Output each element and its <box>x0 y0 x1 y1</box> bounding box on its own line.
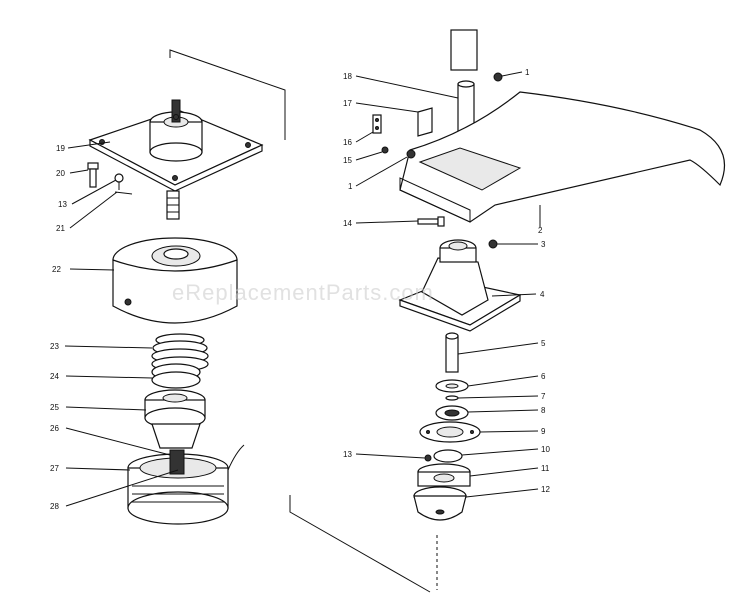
bracket-16 <box>372 114 389 154</box>
callout-24: 24 <box>50 372 59 381</box>
screw-14 <box>417 216 445 227</box>
callout-2: 2 <box>538 226 543 235</box>
callout-16: 16 <box>343 138 352 147</box>
callout-4: 4 <box>540 290 545 299</box>
flange-9 <box>419 421 481 443</box>
shaft-5 <box>445 332 459 373</box>
watermark: eReplacementParts.com <box>172 280 434 305</box>
spool-cover-22 <box>112 237 238 324</box>
callout-12: 12 <box>541 485 550 494</box>
washer-10 <box>433 449 463 463</box>
callout-18: 18 <box>343 72 352 81</box>
screw-13-right <box>424 454 432 462</box>
callout-13-left: 13 <box>58 200 67 209</box>
callout-27: 27 <box>50 464 59 473</box>
mounting-plate-19 <box>88 99 264 220</box>
callout-17: 17 <box>343 99 352 108</box>
drive-shaft <box>450 29 478 135</box>
callout-6: 6 <box>541 372 546 381</box>
cup-12 <box>413 486 467 521</box>
callout-25: 25 <box>50 403 59 412</box>
callouts-right: 1 18 17 16 15 1 2 14 3 4 5 6 7 8 9 10 13… <box>343 68 550 494</box>
callout-14: 14 <box>343 219 352 228</box>
callout-1-top: 1 <box>525 68 530 77</box>
callout-28: 28 <box>50 502 59 511</box>
spool-26-27-28 <box>127 444 245 525</box>
callout-11: 11 <box>541 464 550 473</box>
callout-15: 15 <box>343 156 352 165</box>
washer-6 <box>435 379 469 393</box>
washer-13-left <box>114 173 124 190</box>
callout-13-right: 13 <box>343 450 352 459</box>
callout-7: 7 <box>541 392 546 401</box>
callout-3: 3 <box>541 240 546 249</box>
callout-21: 21 <box>56 224 65 233</box>
ring-24 <box>151 363 201 389</box>
callouts-left: 19 20 13 21 22 23 24 25 26 27 28 <box>50 144 67 511</box>
drive-hub-11 <box>417 463 471 487</box>
callout-8: 8 <box>541 406 546 415</box>
callout-1-guard: 1 <box>348 182 353 191</box>
clamp-17 <box>417 107 433 137</box>
guard-2 <box>399 91 726 223</box>
callout-22: 22 <box>52 265 61 274</box>
callout-23: 23 <box>50 342 59 351</box>
nut-3 <box>488 239 498 249</box>
callout-5: 5 <box>541 339 546 348</box>
callout-10: 10 <box>541 445 550 454</box>
callout-20: 20 <box>56 169 65 178</box>
leader-lines-right <box>355 71 541 498</box>
leader-lines-left <box>64 141 179 507</box>
clip-7 <box>445 395 459 401</box>
callout-26: 26 <box>50 424 59 433</box>
nut-1-top <box>493 72 503 82</box>
bearing-8 <box>435 405 469 421</box>
hub-25 <box>144 389 206 449</box>
callout-9: 9 <box>541 427 546 436</box>
screw-20 <box>87 162 99 188</box>
callout-19: 19 <box>56 144 65 153</box>
assembly-guide-lines <box>169 49 438 593</box>
pin-21 <box>114 191 133 195</box>
